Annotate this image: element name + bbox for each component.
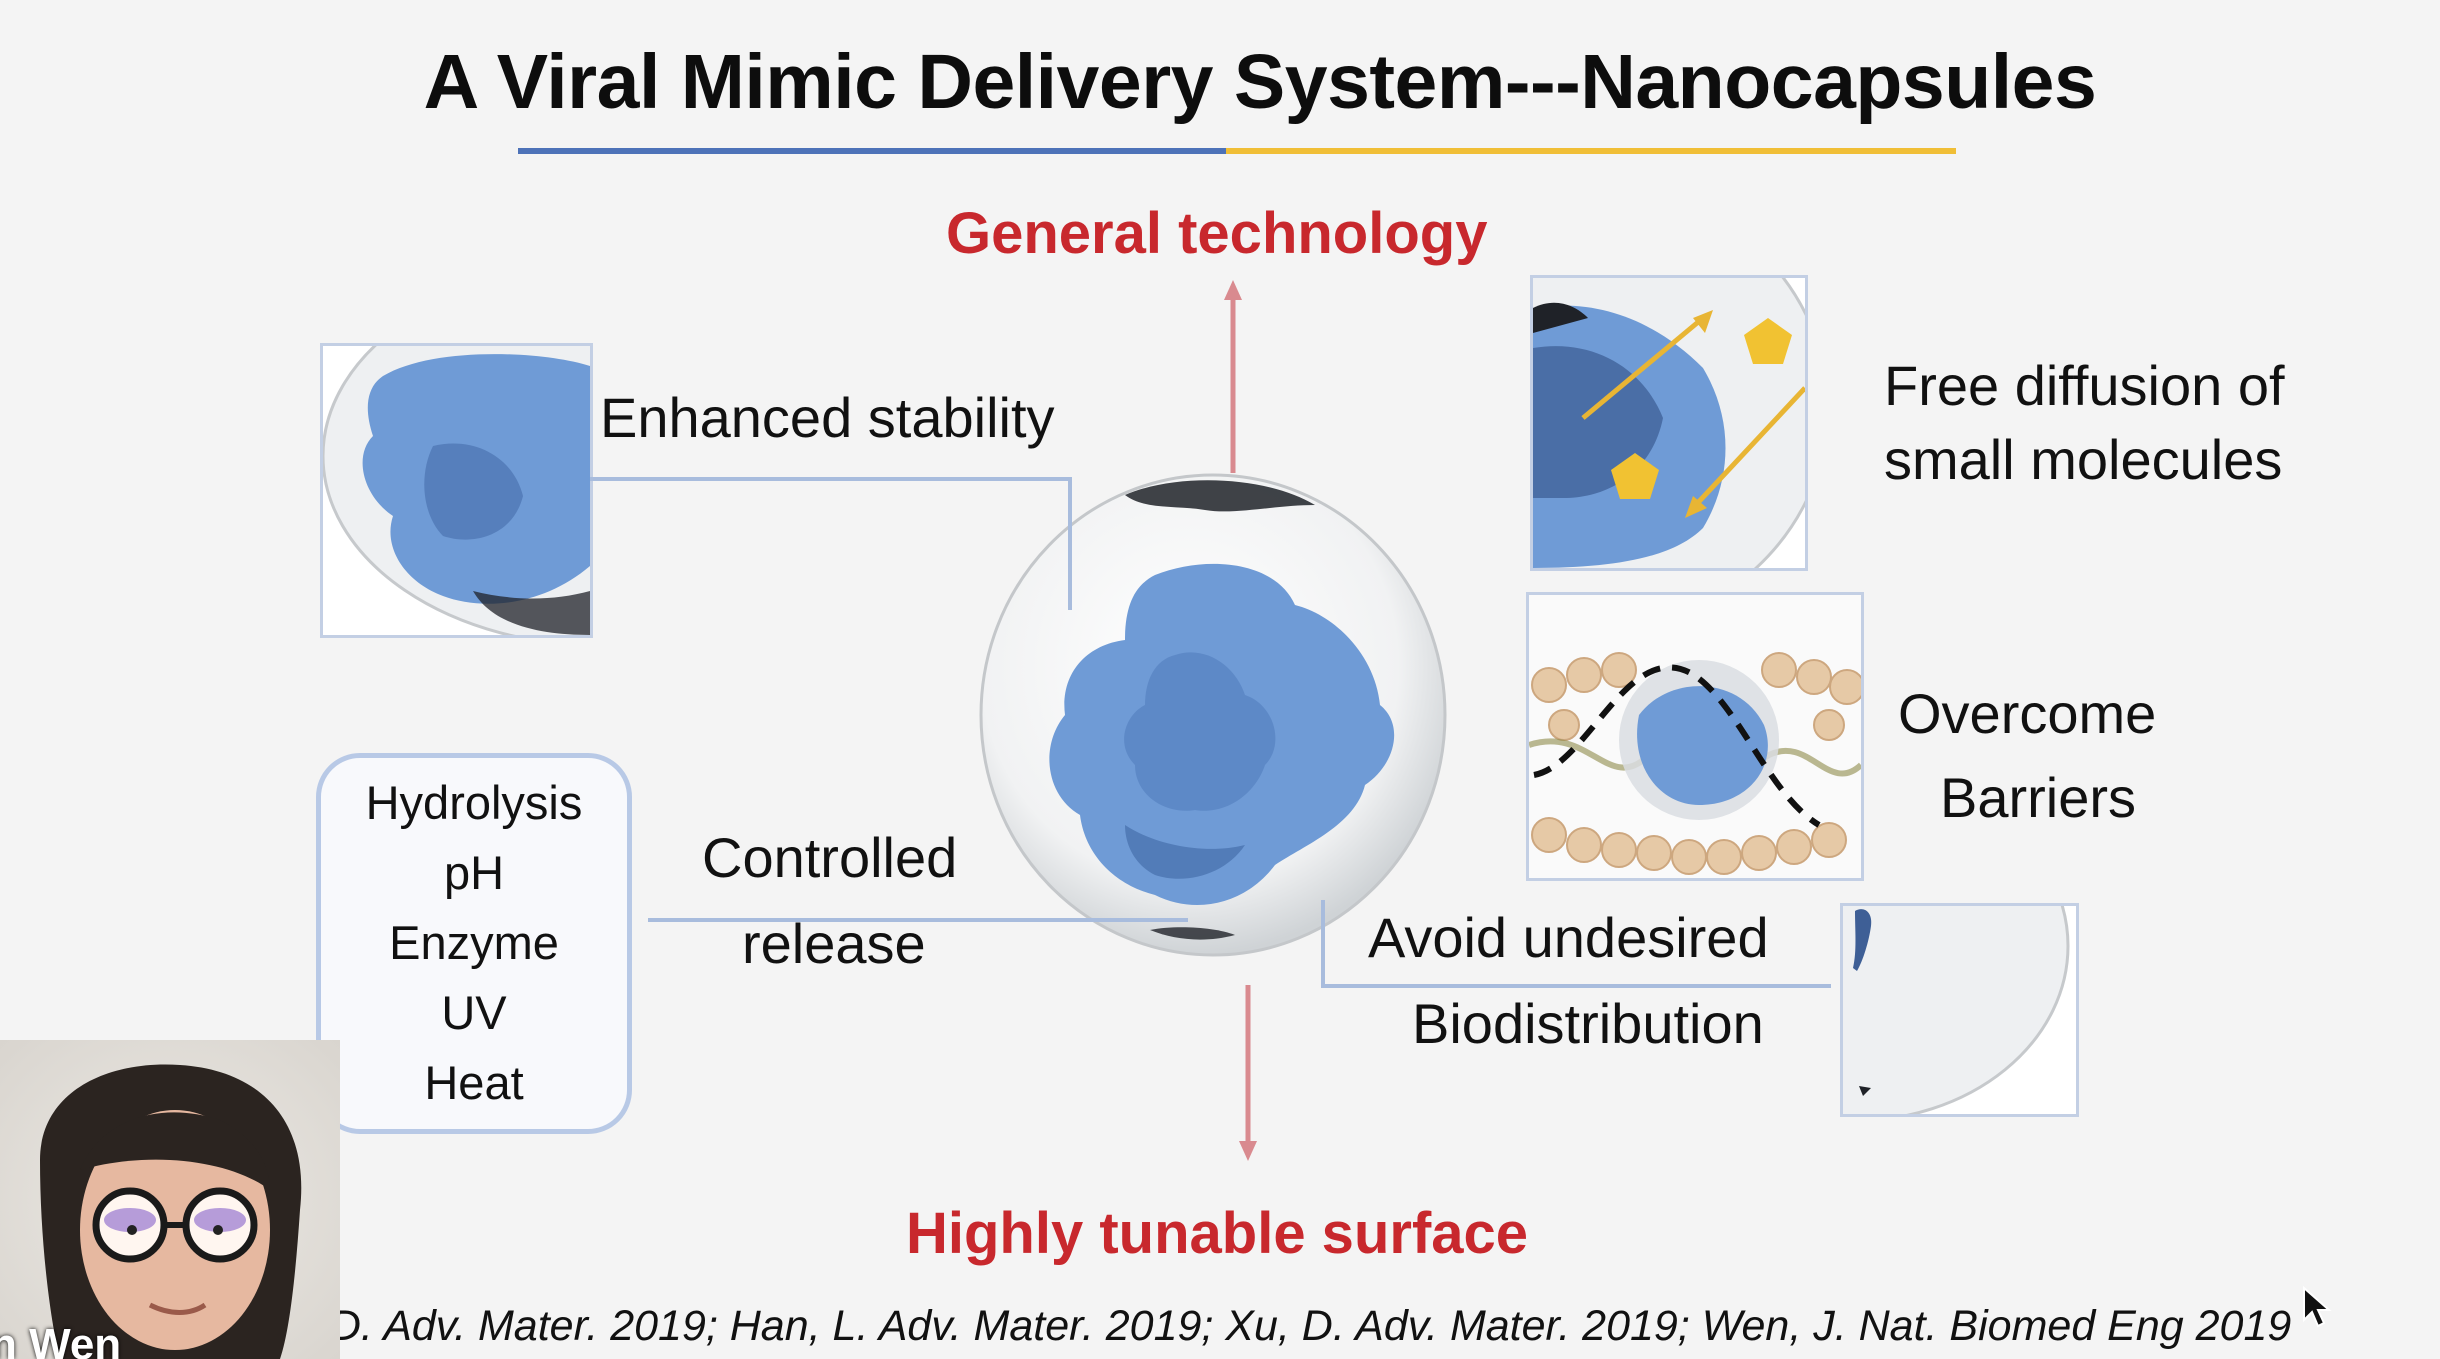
biodist-connector-vertical [1321, 900, 1325, 988]
controlled-release-label-line2: release [742, 912, 926, 975]
barriers-label-line2: Barriers [1940, 766, 2137, 829]
title-underline-blue [518, 148, 1226, 154]
biodist-image [1840, 903, 2079, 1117]
up-arrow-icon [1224, 280, 1242, 473]
barriers-image [1526, 592, 1864, 881]
stability-image [320, 343, 593, 638]
nanocapsule-sphere [979, 473, 1447, 957]
diffusion-image [1530, 275, 1808, 571]
diffusion-arrow-icon [1581, 316, 1705, 420]
stimulus-uv: UV [441, 986, 507, 1039]
diffusion-label-line2: small molecules [1884, 428, 2283, 491]
slide-title: A Viral Mimic Delivery System---Nanocaps… [423, 39, 2097, 125]
stimulus-hydrolysis: Hydrolysis [365, 776, 583, 829]
presenter-video[interactable]: n Wen [0, 1040, 340, 1359]
release-connector [648, 918, 1188, 922]
biodist-label-line2: Biodistribution [1412, 992, 1764, 1055]
presenter-name-label: n Wen [0, 1320, 122, 1359]
down-arrow-icon [1239, 985, 1257, 1161]
barriers-label-line1: Overcome [1898, 682, 2157, 745]
pentagon-molecule-icon [1744, 318, 1792, 364]
highly-tunable-surface-heading: Highly tunable surface [906, 1201, 1529, 1266]
controlled-release-label-line1: Controlled [702, 826, 958, 889]
release-stimuli-box: Hydrolysis pH Enzyme UV Heat [316, 753, 632, 1134]
general-technology-heading: General technology [946, 201, 1488, 266]
title-underline-yellow [1226, 148, 1956, 154]
stability-connector-vertical [1068, 477, 1072, 610]
stability-connector [590, 477, 1072, 481]
stimulus-heat: Heat [424, 1056, 524, 1109]
cursor-icon [2303, 1286, 2332, 1328]
diffusion-label-line1: Free diffusion of [1884, 354, 2285, 417]
citation-text: ., D. Adv. Mater. 2019; Han, L. Adv. Mat… [294, 1302, 2292, 1350]
biodist-label-line1: Avoid undesired [1368, 906, 1769, 969]
stimulus-ph: pH [443, 846, 505, 899]
stimulus-enzyme: Enzyme [389, 916, 559, 969]
enhanced-stability-label: Enhanced stability [600, 386, 1055, 449]
biodist-connector [1321, 984, 1831, 988]
